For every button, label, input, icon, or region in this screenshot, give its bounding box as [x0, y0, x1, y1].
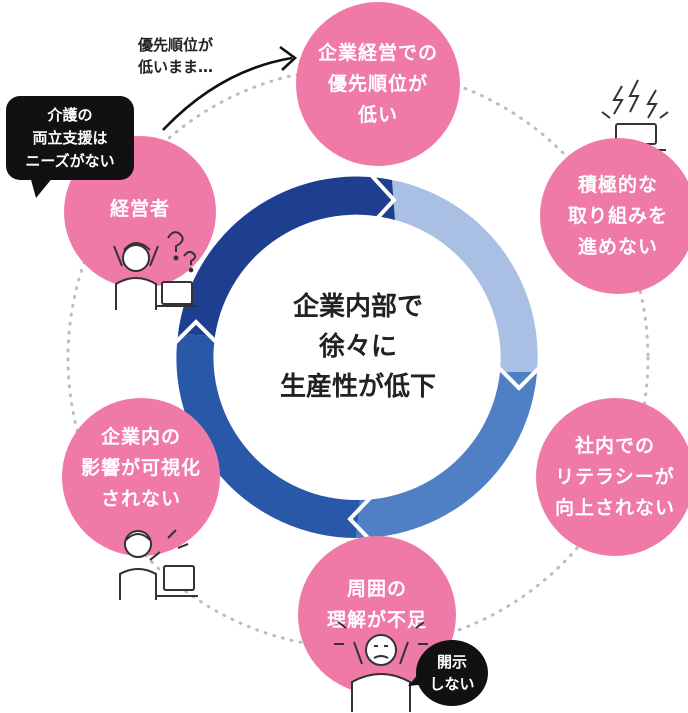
arrow-note: 優先順位が 低いまま… [138, 36, 214, 76]
node-upper-left-label: 経営者 [109, 198, 170, 220]
priority-arrow [162, 56, 293, 131]
ring-chevron [172, 319, 220, 346]
ring-chevron [495, 364, 543, 391]
ring-segment-bottom [176, 334, 360, 538]
node-top-label: 企業経営での 優先順位が 低い [317, 41, 438, 126]
node-lower-right-label: 社内での リテラシーが 向上されない [554, 434, 675, 519]
speech-bubble-care-tail [30, 176, 54, 198]
ring-chevron [347, 494, 374, 544]
node-top: 企業経営での 優先順位が 低い [296, 2, 460, 166]
node-lower-right: 社内での リテラシーが 向上されない [536, 398, 688, 556]
center-text: 企業内部で 徐々に 生産性が低下 [279, 292, 436, 402]
dotted-orbit [66, 66, 650, 650]
ring-segment-top-right [392, 180, 538, 372]
ring-segment-right [356, 372, 537, 539]
speech-bubble-care: 介護の 両立支援は ニーズがない [6, 96, 134, 180]
priority-arrow-head [279, 45, 298, 71]
ring-chevron [370, 174, 397, 226]
node-upper-right-label: 積極的な 取り組みを 進めない [567, 173, 668, 258]
speech-bubble-disclose: 開示 しない [416, 640, 488, 706]
node-lower-left: 企業内の 影響が可視化 されない [62, 398, 220, 556]
cycle-ring [176, 176, 538, 539]
node-bottom-label: 周囲の 理解が不足 [326, 578, 427, 631]
ring-segment-left [178, 176, 395, 336]
speech-bubble-disclose-tail [408, 672, 428, 686]
node-lower-left-label: 企業内の 影響が可視化 されない [80, 426, 201, 510]
node-upper-right: 積極的な 取り組みを 進めない [540, 138, 688, 294]
